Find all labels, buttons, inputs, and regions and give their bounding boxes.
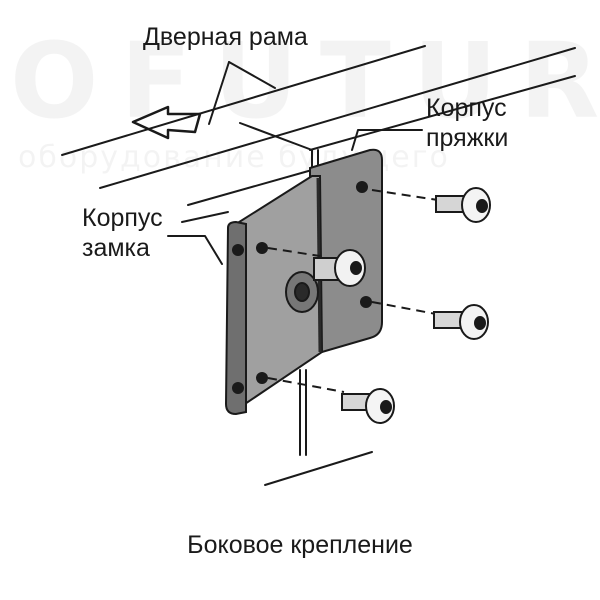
screw-icon bbox=[433, 304, 489, 340]
lock-body-label: Корпус замка bbox=[82, 203, 163, 263]
lock-body-label-line2: замка bbox=[82, 234, 150, 262]
lock-body-plate bbox=[224, 175, 324, 416]
direction-arrow-icon bbox=[131, 105, 202, 140]
buckle-body-label-line2: пряжки bbox=[426, 124, 509, 152]
diagram-caption: Боковое крепление bbox=[187, 531, 413, 559]
door-frame-lines bbox=[61, 45, 576, 486]
screw-icon bbox=[341, 388, 395, 424]
buckle-body-label-line1: Корпус bbox=[426, 94, 507, 122]
screw-icon bbox=[435, 187, 491, 223]
door-frame-label: Дверная рама bbox=[143, 23, 308, 51]
lock-body-label-line1: Корпус bbox=[82, 204, 163, 232]
buckle-body-label: Корпус пряжки bbox=[426, 93, 508, 153]
leader-lines bbox=[167, 61, 423, 265]
fastener-paths bbox=[267, 189, 439, 393]
bolt-icon bbox=[285, 249, 366, 313]
